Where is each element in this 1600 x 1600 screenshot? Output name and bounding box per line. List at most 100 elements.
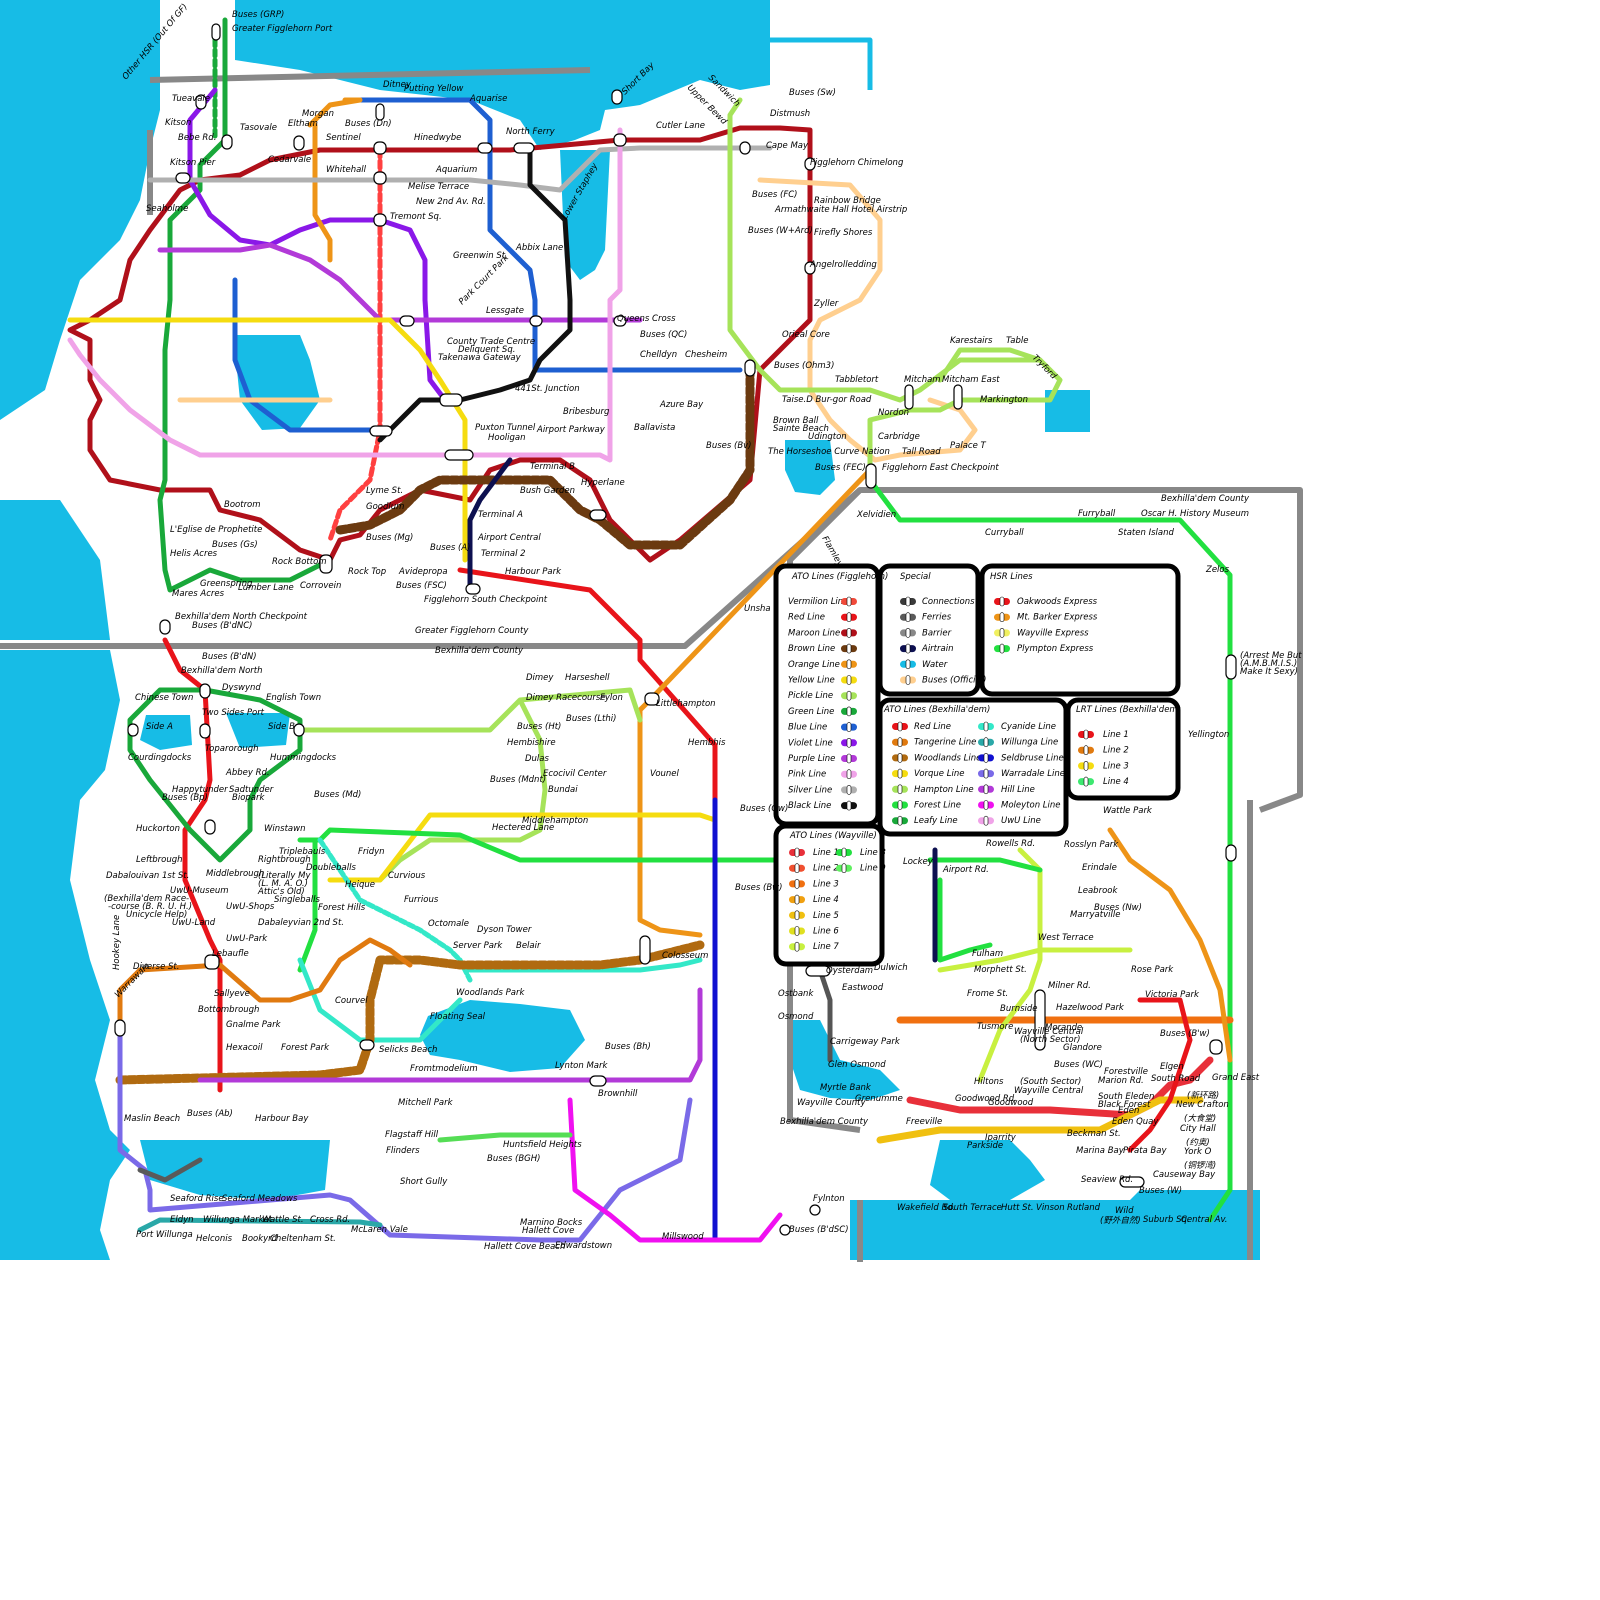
station-label: Hallett Cove [522,1226,574,1236]
legend-swatch-station [794,863,800,874]
station-label: Goodwood Rd. [955,1094,1017,1104]
station-label: Buses (Sw) [789,88,836,98]
legend-swatch-station [1083,745,1089,756]
station-label: Flagstaff Hill [385,1130,439,1140]
legend-swatch-station [897,784,903,795]
station-label: Huckorton [136,824,180,834]
station-label: L'Eglise de Prophetite [170,525,262,535]
station-label: Bottombrough [198,1005,259,1015]
legend-text: Blue Line [788,723,827,733]
silver-line [147,145,773,193]
legend-swatch-station [794,894,800,905]
station-label: Maslin Beach [124,1114,180,1124]
station-label: South Terrace [943,1203,1002,1213]
legend-text: Seldbruse Line [1001,753,1064,763]
station-label: Dimey Racecourse [526,693,606,703]
legend-swatch-station [846,785,852,795]
station-label: Brownhill [598,1089,638,1099]
station-label: Fridyn [358,847,385,857]
station-label: Diverse St. [133,962,179,972]
legend-text: Airtrain [921,644,953,654]
station-label: Hembishire [507,738,556,748]
station-label: Buses (Ow) [740,804,788,814]
station-label: Burnside [1000,1004,1038,1014]
station-label: Azure Bay [659,400,704,410]
station-label: Helconis [196,1234,233,1244]
station-label: Mitchell Park [398,1098,454,1108]
bex-tangerine-line [117,937,413,1033]
legend-swatch-station [897,721,903,732]
station-label: Port Willunga [136,1230,193,1240]
station-label: Tueavale [172,94,210,104]
legend-swatch-station [846,659,852,670]
station-label: Middlehampton [522,816,588,826]
station-label: Airport Parkway [536,425,606,435]
legend-text: Yellow Line [788,676,835,686]
station-label: Goodlum [366,502,404,512]
station-label: Ditney [383,80,412,90]
station-label: Tusmore [977,1022,1013,1032]
station-label: Freeville [906,1117,942,1127]
station-label: Two Sides Port [202,708,265,718]
wayville-bright-green [927,857,1043,963]
legend-text: Line 6 [813,927,839,937]
station-label: Glandore [1063,1043,1102,1053]
station-label: Distmush [770,109,810,119]
legend-text: Wayville Express [1017,628,1089,638]
station-label: UwU-Park [226,934,268,944]
legend-text: Cyanide Line [1001,722,1056,732]
legend-swatch-station [983,815,989,826]
legend-swatch-station [1083,729,1089,740]
station-label: Lebaufle [212,949,249,959]
station-label: Hectered Lane [492,823,554,833]
legend-swatch-station [983,800,989,810]
station-label: Dyson Tower [477,925,532,935]
legend-swatch-station [1083,776,1089,787]
station-label: (大食堂) [1184,1113,1216,1124]
legend-text: Orange Line [788,660,840,670]
station-label: Iparrity [985,1133,1017,1143]
station-label: Hexacoil [226,1043,263,1053]
station-label: Lockey [903,857,934,867]
station-label: Happytunder [172,785,228,795]
station-label: Zyller [813,299,839,309]
legend-swatch-station [794,941,800,952]
legend-swatch-station [841,847,847,858]
station-label: Gnalme Park [226,1020,282,1030]
wayville-orange-east [1107,827,1233,1063]
station-label: Figglehorn East Checkpoint [882,463,999,473]
legend-swatch-station [846,690,852,701]
station-label: Curvious [388,871,426,881]
legend-text: Barrier [922,628,952,638]
station-label: Tall Road [902,447,941,457]
station-label: UwU-Shops [226,902,275,912]
station-label: Fulham [972,949,1003,959]
station-label: Vounel [650,769,680,779]
station-label: Cutler Lane [656,121,705,131]
legend-swatch-station [905,643,911,654]
station-label: New 2nd Av. Rd. [416,197,486,207]
blue-line [357,97,743,373]
station-label: Kitson Pier [170,158,216,168]
station-label: Buses (Lthi) [566,714,616,724]
legend-swatch-station [905,628,911,638]
legend-text: Line 3 [1103,761,1129,771]
station-label: Karestairs [950,336,993,346]
station-label: Buses (Gs) [212,540,258,550]
station-label: Buses (GRP) [232,10,284,20]
legend-swatch-station [794,847,800,858]
station-label: (North Sector) [1020,1035,1080,1045]
legend-text: Pink Line [788,770,826,780]
station-label: Helis Acres [170,549,218,559]
station-label: Sadtunder [229,785,274,795]
station-label: Ecocivil Center [543,769,607,779]
legend-text: Hill Line [1001,785,1035,795]
station-label: Abbey Rd. [225,768,270,778]
station-label: Whitehall [326,165,367,175]
station-label: 441St. Junction [515,384,580,394]
legend-text: Ferries [922,613,952,623]
station-label: Xelvidien [856,510,896,520]
station-label: Forest Park [281,1043,330,1053]
legend-text: UwU Line [1001,816,1041,826]
station-label: Unsha [744,604,771,614]
